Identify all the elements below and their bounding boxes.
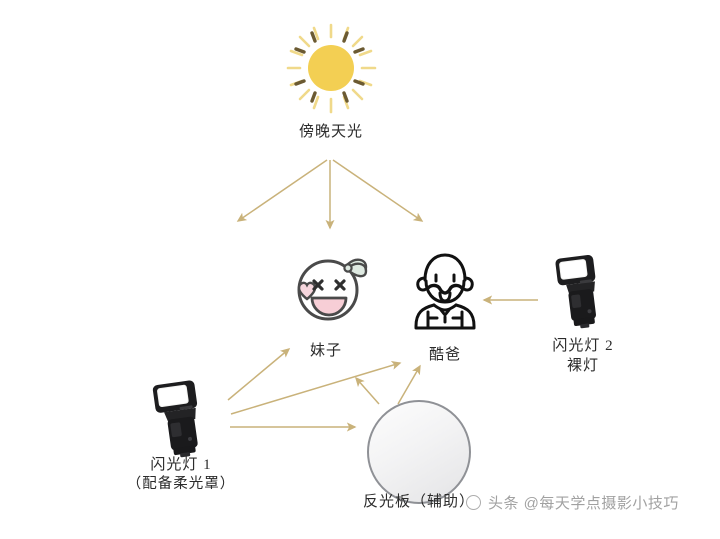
label-flash2-line1: 闪光灯 2 [552, 338, 614, 354]
label-flash1-line2: （配备柔光罩） [126, 476, 236, 492]
node-flash2[interactable] [551, 252, 613, 330]
node-sun[interactable] [283, 20, 379, 116]
label-flash1-line1: 闪光灯 1 [150, 457, 212, 473]
arrow-flash1-to-girl [227, 348, 291, 401]
bald-man-icon [414, 253, 476, 330]
arrow-sun-to-girl [236, 159, 328, 222]
label-flash2-line2: 裸灯 [566, 358, 599, 374]
speedlight-flash-icon [152, 380, 198, 458]
node-girl[interactable] [286, 248, 376, 328]
watermark-text: 头条 @每天学点摄影小技巧 [488, 495, 679, 512]
hair-bow-icon [343, 258, 368, 278]
arrow-reflector-to-dad [397, 364, 421, 405]
node-flash1[interactable] [148, 378, 214, 458]
node-reflector[interactable] [367, 400, 471, 504]
girl-face-icon [297, 258, 368, 321]
label-reflector: 反光板（辅助） [362, 494, 475, 510]
label-dad: 酷爸 [428, 347, 461, 363]
sun-icon [286, 23, 377, 114]
label-girl: 妹子 [309, 343, 342, 359]
speedlight-flash-icon [555, 255, 596, 329]
watermark: 头条 @每天学点摄影小技巧 [466, 492, 679, 513]
watermark-circle-icon [466, 495, 481, 510]
open-mouth-icon [310, 296, 348, 317]
arrow-sun-to-dad [332, 159, 424, 222]
arrow-reflector-to-girl [355, 376, 380, 405]
eyes-x-icon [312, 279, 346, 291]
arrow-flash1-to-dad [230, 361, 402, 415]
label-sun: 傍晚天光 [298, 124, 363, 140]
node-dad[interactable] [404, 248, 486, 332]
